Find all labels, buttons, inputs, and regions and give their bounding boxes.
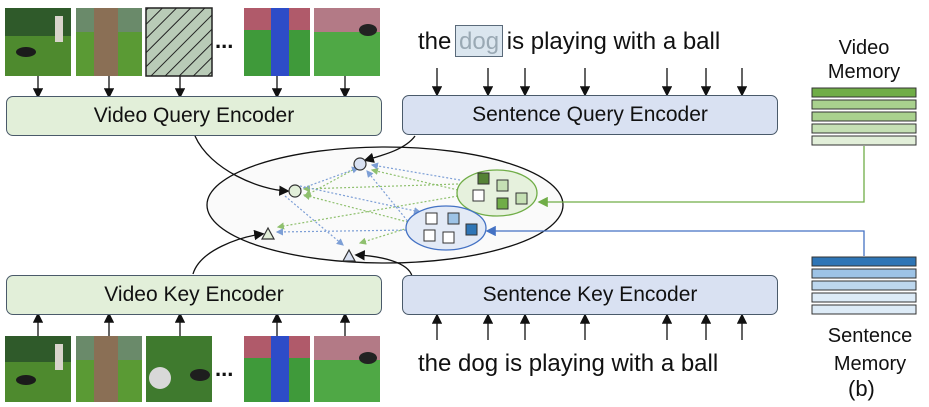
- video-frame-bottom-2: [76, 336, 142, 402]
- video-query-encoder: Video Query Encoder: [6, 96, 382, 136]
- sentence-query-encoder-label: Sentence Query Encoder: [472, 103, 708, 126]
- sentence-key-encoder-label: Sentence Key Encoder: [482, 283, 698, 306]
- video-frame-top-1: [5, 8, 71, 76]
- video-frame-top-3-masked: [145, 7, 213, 77]
- video-frame-bottom-3: [146, 336, 212, 402]
- sentence-negative-samples: [423, 212, 478, 244]
- video-frame-bottom-4: [244, 336, 310, 402]
- video-query-node: [288, 184, 302, 198]
- video-memory-label: Video Memory: [814, 36, 914, 84]
- video-key-node: [260, 226, 276, 240]
- sentence-key-encoder: Sentence Key Encoder: [402, 275, 778, 315]
- query-sentence-suffix: is playing with a ball: [500, 28, 721, 55]
- video-frame-top-5: [314, 8, 380, 76]
- video-memory-bank: [811, 87, 917, 146]
- video-frame-bottom-5: [314, 336, 380, 402]
- panel-label: (b): [848, 376, 875, 401]
- sentence-query-output-curve: [363, 135, 416, 163]
- video-query-input-arrows: [32, 76, 351, 99]
- sentence-query-encoder: Sentence Query Encoder: [402, 95, 778, 135]
- sentence-contrast-arrows: [275, 162, 461, 246]
- query-sentence: the dog is playing with a ball: [418, 25, 721, 57]
- video-frame-bottom-1: [5, 336, 71, 402]
- sentence-memory-label: Sentence Memory: [814, 322, 926, 378]
- sentence-memory-bank: [811, 256, 917, 315]
- query-sentence-prefix: the: [418, 28, 459, 55]
- sentence-key-node: [341, 248, 357, 262]
- video-contrast-arrows: [276, 165, 459, 245]
- video-negative-samples: [472, 172, 528, 210]
- video-key-input-arrows: [32, 312, 351, 336]
- sentence-memory-label-line2: Memory: [833, 353, 907, 375]
- mask-box: [455, 25, 504, 57]
- video-query-output-curve: [194, 135, 290, 196]
- sentence-key-output-curve: [354, 250, 413, 277]
- video-frames-ellipsis-top: ...: [215, 28, 234, 53]
- video-frame-top-4: [244, 8, 310, 76]
- sentence-key-input-arrows: [431, 313, 748, 340]
- video-key-output-curve: [192, 229, 265, 275]
- video-memory-label-line2: Memory: [827, 61, 901, 83]
- video-memory-label-line1: Video: [838, 37, 890, 59]
- video-frame-top-2: [76, 8, 142, 76]
- video-key-encoder: Video Key Encoder: [6, 275, 382, 315]
- sentence-memory-label-line1: Sentence: [827, 325, 913, 347]
- sentence-query-node: [353, 157, 367, 171]
- masked-word-text: dog: [459, 28, 500, 55]
- key-sentence: the dog is playing with a ball: [418, 350, 719, 377]
- video-memory-arrow: [537, 146, 865, 208]
- video-query-encoder-label: Video Query Encoder: [93, 104, 295, 127]
- sentence-query-input-arrows: [431, 68, 748, 97]
- masked-word: dog: [455, 25, 504, 57]
- video-key-encoder-label: Video Key Encoder: [104, 283, 284, 306]
- sentence-memory-arrow: [485, 225, 865, 256]
- video-frames-ellipsis-bottom: ...: [215, 356, 234, 381]
